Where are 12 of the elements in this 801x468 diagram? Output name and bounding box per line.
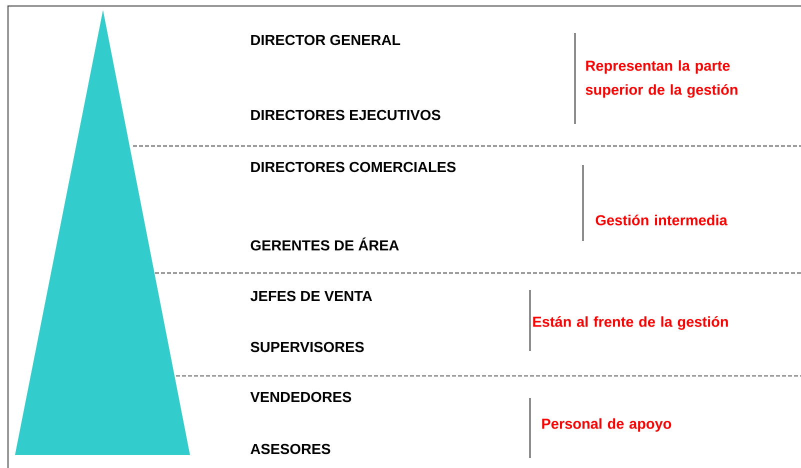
level-label: SUPERVISORES: [250, 342, 364, 352]
level-label: DIRECTOR GENERAL: [251, 34, 400, 46]
level-label: JEFES DE VENTA: [250, 290, 372, 302]
level-label: VENDEDORES: [250, 392, 352, 402]
level-label: GERENTES DE ÁREA: [250, 237, 399, 250]
level-label: DIRECTORES COMERCIALES: [251, 162, 456, 172]
note-text: Están al frente de la gestión: [533, 316, 728, 330]
note-text: Gestión intermedia: [596, 214, 728, 226]
note-text: Representan la parte superior de la gestión: [586, 60, 738, 98]
note-text: Personal de apoyo: [542, 418, 672, 432]
level-label: ASESORES: [250, 444, 330, 454]
level-label: DIRECTORES EJECUTIVOS: [251, 110, 440, 120]
